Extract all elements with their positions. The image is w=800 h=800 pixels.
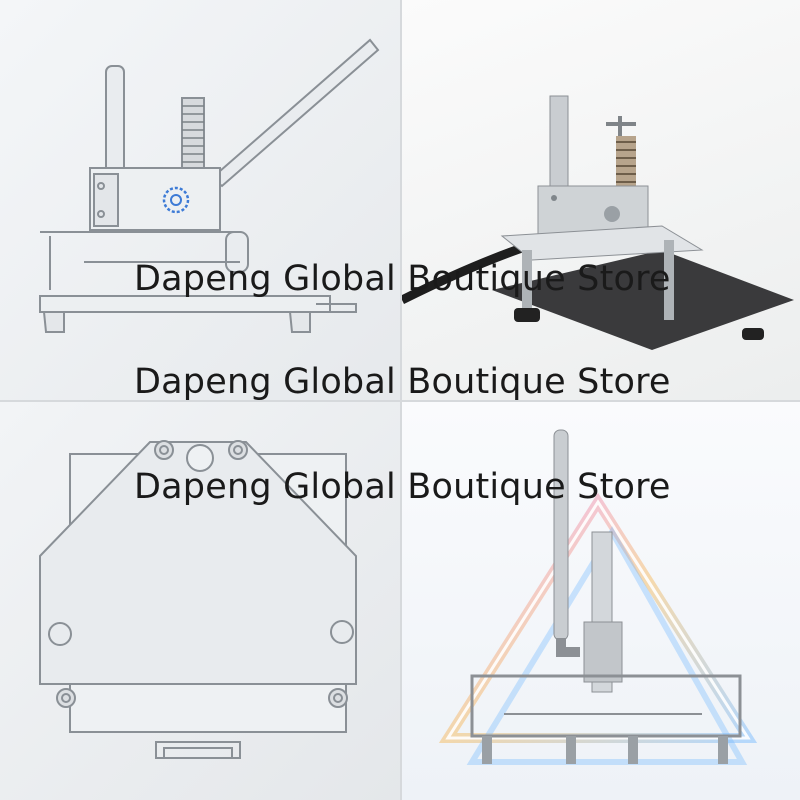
press-plate-top-drawing [39, 440, 357, 759]
store-watermark-2: Dapeng Global Boutique Store [134, 362, 671, 402]
top-view-drawing-panel [0, 402, 400, 800]
press-machine-front-neon [438, 429, 758, 765]
product-photo-panel [402, 0, 800, 400]
front-view-neon-panel [402, 402, 800, 800]
panel-divider-horizontal [0, 400, 800, 402]
press-machine-photo [402, 95, 794, 350]
store-watermark-3: Dapeng Global Boutique Store [134, 467, 671, 507]
press-machine-side-drawing [39, 38, 380, 333]
side-view-drawing-panel [0, 0, 400, 400]
store-watermark-1: Dapeng Global Boutique Store [134, 259, 671, 299]
